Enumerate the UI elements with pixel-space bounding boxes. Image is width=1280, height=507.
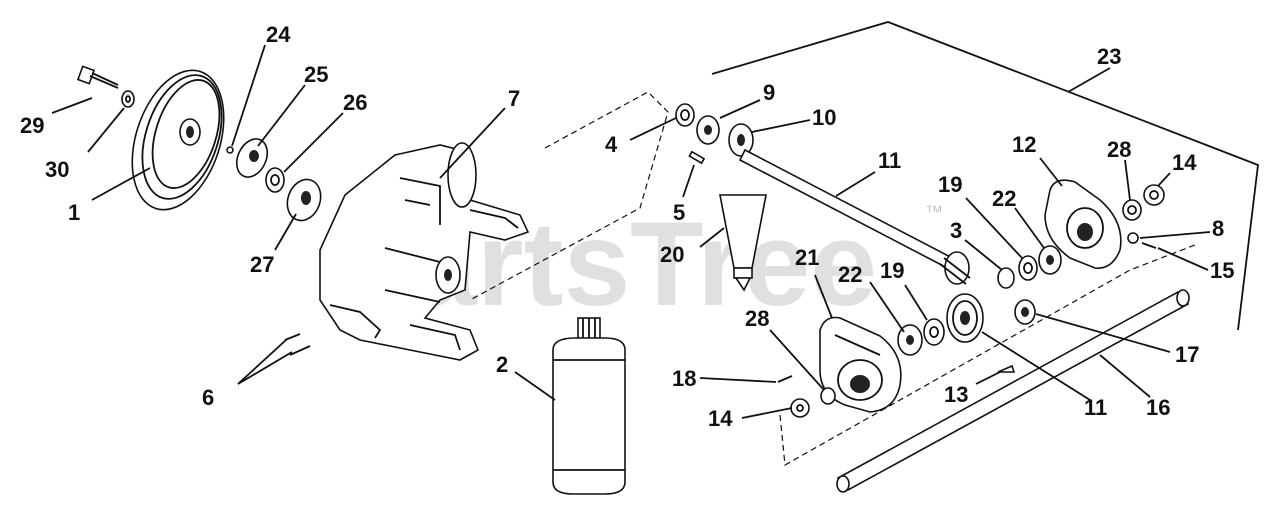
part-bearing-10[interactable]: [728, 123, 754, 157]
assembly-outline-right: [779, 244, 1196, 466]
callout-5: 5: [673, 200, 685, 225]
part-nut-14-lower[interactable]: [790, 398, 810, 418]
leader-lines: [51, 44, 1211, 419]
callout-3: 3: [950, 218, 962, 243]
callout-22-lower: 22: [838, 262, 862, 287]
callout-29: 29: [20, 113, 44, 138]
part-washer-30[interactable]: [121, 90, 135, 108]
callout-2: 2: [496, 352, 508, 377]
part-bushing-17[interactable]: [1014, 299, 1036, 325]
callout-23: 23: [1097, 44, 1121, 69]
assembly-bracket-23: [711, 21, 1259, 331]
callout-1: 1: [68, 200, 80, 225]
part-housing-7[interactable]: [319, 142, 530, 361]
part-washer-19-upper[interactable]: [1018, 255, 1038, 281]
callout-13: 13: [944, 382, 968, 407]
callout-15: 15: [1210, 258, 1234, 283]
callout-25: 25: [304, 62, 328, 87]
part-bushing-9[interactable]: [696, 115, 720, 145]
part-collar-27[interactable]: [282, 175, 326, 225]
part-bolt-29[interactable]: [76, 65, 119, 89]
callout-28-lower: 28: [745, 306, 769, 331]
part-lubricant-bottle-2[interactable]: [552, 317, 626, 495]
callout-27: 27: [250, 252, 274, 277]
callout-19-lower: 19: [880, 258, 904, 283]
callout-19-upper: 19: [938, 172, 962, 197]
part-washer-19-lower[interactable]: [923, 318, 945, 346]
callout-14-upper: 14: [1172, 150, 1197, 175]
part-bearing-22-lower[interactable]: [897, 324, 923, 356]
part-pins-6[interactable]: [284, 333, 311, 356]
part-gearcase-12[interactable]: [1044, 179, 1122, 269]
part-key-13[interactable]: [997, 364, 1016, 373]
callout-12: 12: [1012, 132, 1036, 157]
callout-6: 6: [202, 385, 214, 410]
callout-11-lower: 11: [1084, 395, 1107, 420]
part-worm-shaft-11[interactable]: [738, 148, 971, 285]
assembly-outline-left: [469, 91, 669, 301]
callout-9: 9: [763, 80, 775, 105]
callout-8: 8: [1212, 216, 1224, 241]
watermark-trademark: ™: [925, 202, 943, 222]
callout-14-lower: 14: [708, 406, 733, 431]
callout-16: 16: [1146, 395, 1170, 420]
part-washer-8[interactable]: [1127, 232, 1139, 244]
callout-22-upper: 22: [992, 186, 1016, 211]
callout-18: 18: [672, 366, 696, 391]
callout-17: 17: [1175, 342, 1199, 367]
callout-30: 30: [45, 157, 69, 182]
callout-11-upper: 11: [878, 148, 901, 173]
callout-21: 21: [795, 245, 819, 270]
part-washer-28-lower[interactable]: [820, 387, 836, 405]
part-bearing-22-upper[interactable]: [1038, 245, 1062, 275]
part-key-24[interactable]: [226, 146, 234, 154]
callout-10: 10: [812, 105, 836, 130]
part-pulley-1[interactable]: [116, 59, 240, 222]
part-hub-25[interactable]: [231, 134, 273, 182]
callout-20: 20: [660, 242, 684, 267]
part-bolt-15[interactable]: [1141, 242, 1157, 249]
callout-24: 24: [266, 22, 291, 47]
part-spacer-3[interactable]: [997, 267, 1015, 289]
part-grease-tube-20[interactable]: [719, 194, 767, 292]
part-key-5[interactable]: [688, 150, 706, 165]
part-bolt-18[interactable]: [777, 375, 793, 383]
part-washer-28-upper[interactable]: [1122, 199, 1142, 221]
part-worm-gear-11[interactable]: [946, 293, 984, 343]
callout-4: 4: [605, 132, 618, 157]
part-seal-4[interactable]: [675, 103, 695, 127]
callout-7: 7: [508, 86, 520, 111]
part-bearing-26[interactable]: [265, 167, 285, 193]
callout-labels: 29 30 1 24 25 26 27 7 6 2 4 9 10 5 20 11…: [20, 22, 1234, 431]
part-auger-shaft-16[interactable]: [836, 289, 1190, 493]
part-nut-14-upper[interactable]: [1143, 184, 1165, 206]
callout-28-upper: 28: [1107, 137, 1131, 162]
callout-26: 26: [343, 90, 367, 115]
